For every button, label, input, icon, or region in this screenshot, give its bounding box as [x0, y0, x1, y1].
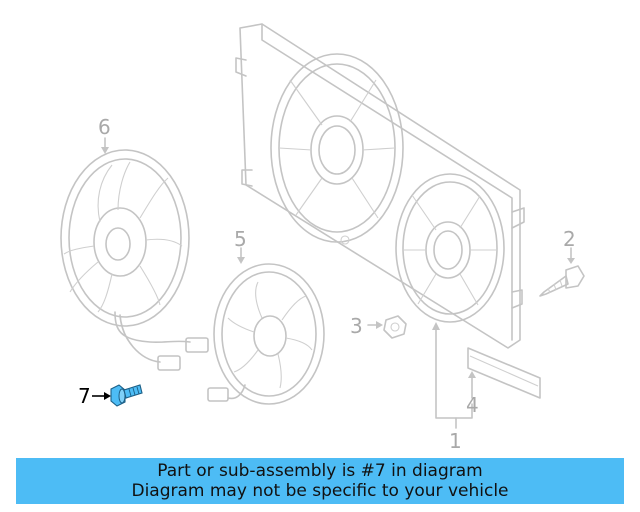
callout-5: 5 [234, 227, 247, 251]
highlighted-bolt-part-7[interactable]: 7 [78, 384, 143, 408]
banner-line-2: Diagram may not be specific to your vehi… [131, 481, 509, 501]
callout-4: 4 [466, 393, 479, 417]
callout-leaders [101, 137, 473, 429]
callout-3: 3 [350, 314, 363, 338]
nut-part-3 [367, 315, 407, 339]
banner-line-1: Part or sub-assembly is #7 in diagram [157, 461, 483, 481]
info-banner: Part or sub-assembly is #7 in diagram Di… [16, 458, 624, 504]
callout-1: 1 [449, 429, 462, 453]
bracket-part-4 [467, 347, 541, 399]
screw-part-2 [539, 247, 585, 297]
callout-2: 2 [563, 227, 576, 251]
callout-6: 6 [98, 115, 111, 139]
callout-7: 7 [78, 384, 91, 408]
bolt-shank [123, 384, 143, 399]
fan-assembly-part-6 [60, 149, 209, 371]
fan-motor-part-5 [207, 263, 325, 405]
fan-shroud-part-1 [235, 23, 525, 349]
